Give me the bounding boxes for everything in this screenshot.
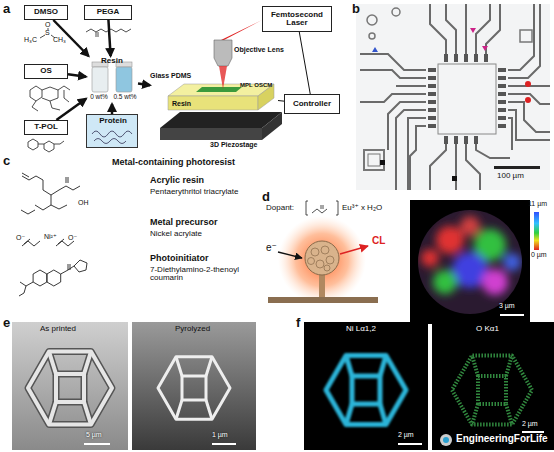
annotation-label: As printed bbox=[40, 325, 76, 333]
annotation-label: Metal precursor bbox=[150, 218, 218, 227]
annotation-label: O bbox=[45, 21, 50, 28]
panel-letter: e bbox=[3, 316, 10, 330]
connector-line bbox=[299, 32, 310, 94]
annotation-label: Nickel acrylate bbox=[150, 230, 202, 238]
node-text: Controller bbox=[293, 100, 331, 108]
component-box: DMSO bbox=[24, 5, 68, 20]
annotation-label: Pentaerythritol triacrylate bbox=[150, 188, 238, 196]
annotation-label: H₃C bbox=[24, 36, 37, 43]
component-box: T-POL bbox=[24, 120, 68, 135]
protein-strands bbox=[92, 131, 132, 144]
node-text: MPL OSCM bbox=[240, 82, 272, 88]
panel-letter: a bbox=[3, 2, 10, 16]
node-text: DMSO bbox=[34, 8, 58, 16]
connector-line bbox=[278, 100, 284, 102]
node-text: Resin bbox=[86, 57, 138, 65]
annotation-label: O⁻ bbox=[16, 234, 25, 241]
annotation-label: CH₃ bbox=[53, 36, 66, 43]
annotation-label: 2 µm bbox=[522, 420, 538, 427]
annotation-label: Acrylic resin bbox=[150, 176, 204, 185]
annotation-label: 1 µm bbox=[212, 431, 228, 438]
printer-setup: Objective LensGlass PDMSMPL OSCMResin3D … bbox=[150, 38, 278, 150]
annotation-label: Ni²⁺ bbox=[44, 233, 57, 240]
node-text: OS bbox=[40, 67, 52, 75]
flow-arrow bbox=[108, 20, 110, 56]
node-text: 0 wt% bbox=[86, 94, 112, 101]
annotation-label: EngineeringForLife bbox=[456, 434, 548, 445]
annotation-label: Ni Lα1,2 bbox=[346, 325, 376, 333]
annotation-label: Photoinitiator bbox=[150, 254, 209, 263]
annotation-label: 11 µm bbox=[528, 200, 547, 207]
panel-letter: c bbox=[3, 154, 10, 168]
component-box: Femtosecond Laser bbox=[262, 6, 332, 32]
node-text: Resin bbox=[172, 100, 191, 107]
flow-arrow bbox=[68, 74, 86, 76]
annotation-label: Eu³⁺ x H₂O bbox=[342, 204, 382, 212]
edx-maps bbox=[304, 322, 554, 450]
component-box: OS bbox=[24, 64, 68, 79]
flow-arrow bbox=[138, 84, 150, 86]
node-text: Protein bbox=[87, 117, 139, 125]
printed-circuit bbox=[356, 4, 550, 190]
molecule-sketch bbox=[19, 173, 87, 296]
resin-vials bbox=[92, 62, 132, 92]
printer-setup bbox=[160, 20, 282, 140]
annotation-label: CL bbox=[372, 236, 385, 247]
node-text: Femtosecond Laser bbox=[263, 11, 331, 28]
cl-illustration bbox=[268, 200, 539, 324]
flow-arrow bbox=[111, 104, 114, 114]
node-text: T-POL bbox=[34, 123, 58, 131]
node-text: Objective Lens bbox=[234, 46, 284, 53]
annotation-label: 0 µm bbox=[531, 251, 547, 258]
node-text: PEGA bbox=[97, 8, 120, 16]
annotation-label: Dopant: bbox=[266, 204, 294, 212]
annotation-label: Pyrolyzed bbox=[175, 325, 210, 333]
protein-box: Protein bbox=[86, 114, 138, 148]
panel-letter: d bbox=[262, 190, 270, 204]
node-text: 0.5 wt% bbox=[112, 94, 138, 101]
annotation-label: e⁻ bbox=[266, 243, 277, 254]
sem-images bbox=[12, 322, 256, 450]
annotation-label: O Kα1 bbox=[476, 325, 499, 333]
annotation-label: OH bbox=[78, 199, 89, 206]
node-text: 3D Piezostage bbox=[210, 141, 257, 148]
annotation-label: 2 µm bbox=[398, 431, 414, 438]
flow-arrow bbox=[56, 99, 86, 120]
annotation-label: 3 µm bbox=[499, 302, 515, 309]
annotation-label: O⁻ bbox=[68, 234, 77, 241]
annotation-label: 100 µm bbox=[497, 172, 524, 180]
component-box: PEGA bbox=[84, 5, 132, 20]
panel-letter: f bbox=[296, 316, 300, 330]
resin-sample: Resin 0 wt%0.5 wt% bbox=[86, 56, 138, 104]
annotation-label: S bbox=[45, 29, 50, 36]
component-box: Controller bbox=[284, 94, 340, 114]
flow-arrow bbox=[53, 20, 88, 56]
annotation-label: Metal-containing photoresist bbox=[112, 158, 235, 167]
annotation-label: 5 µm bbox=[86, 431, 102, 438]
node-text: Glass PDMS bbox=[150, 72, 191, 79]
panel-letter: b bbox=[352, 2, 360, 16]
annotation-label: 7-Diethylamino-2-thenoyl coumarin bbox=[150, 266, 250, 283]
protein-fill bbox=[86, 114, 138, 148]
